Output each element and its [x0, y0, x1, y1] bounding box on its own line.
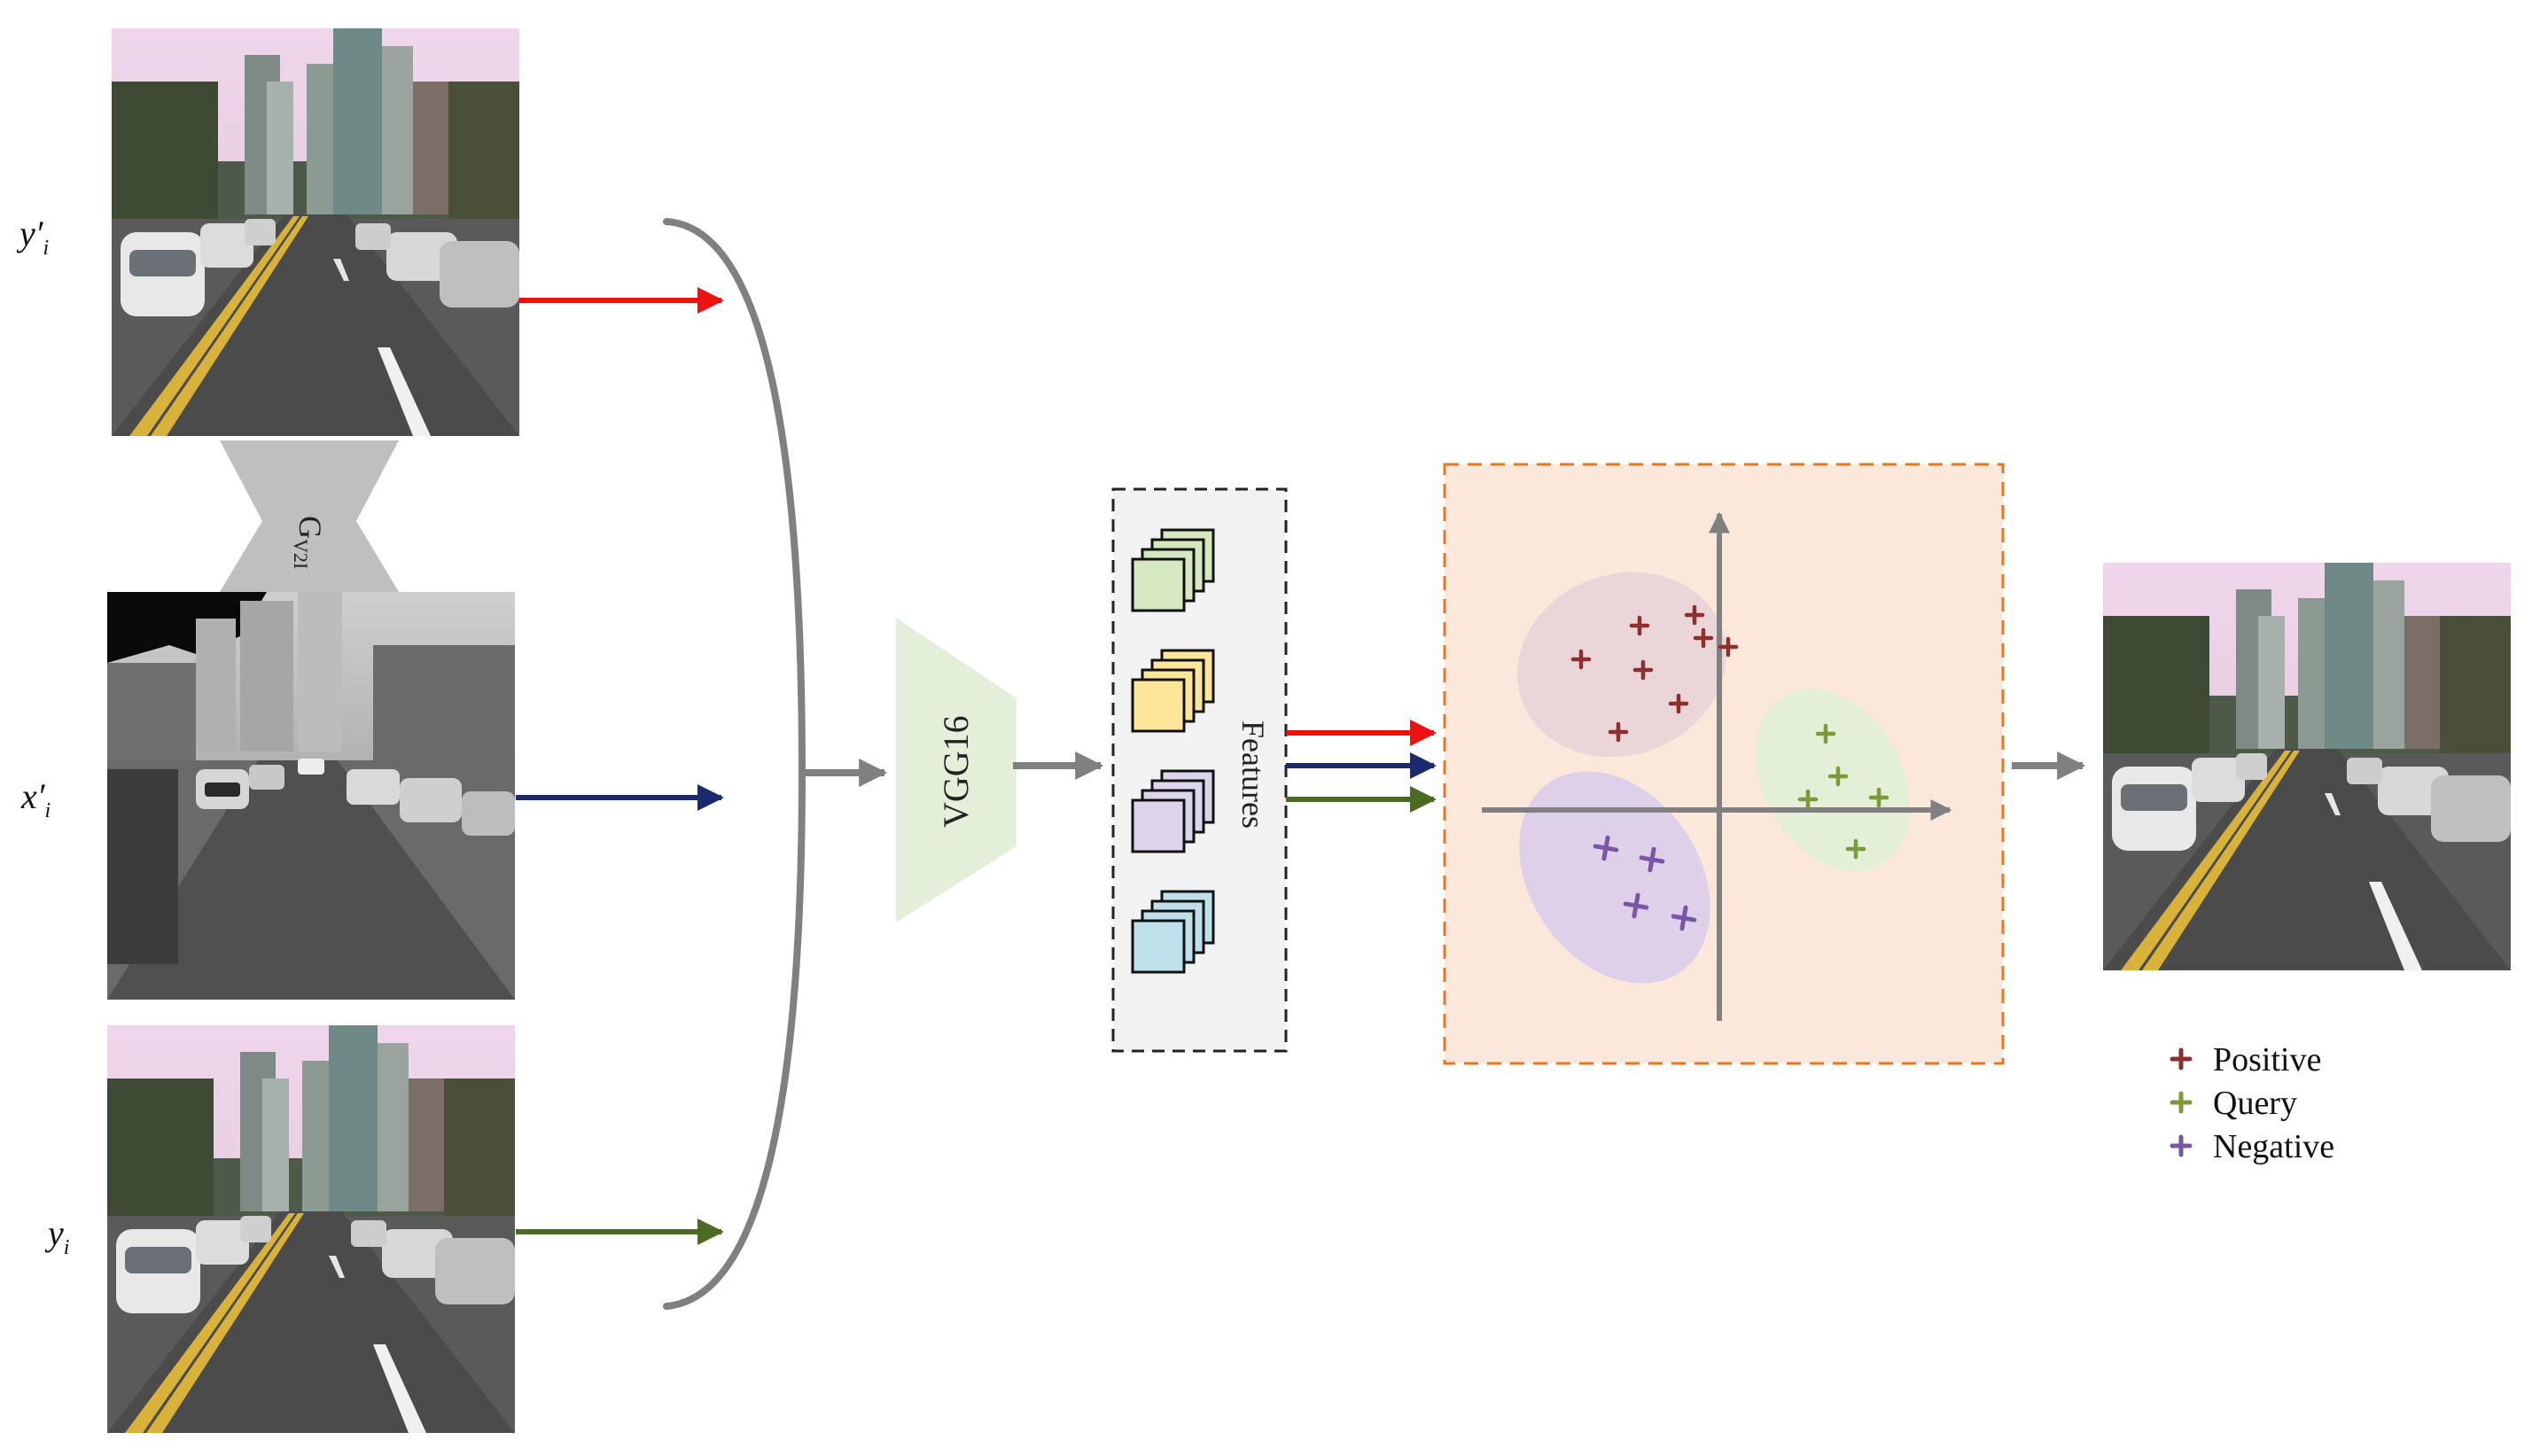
positive-marker — [1570, 649, 1592, 670]
feature-stack-yellow — [1131, 649, 1215, 733]
query-marker — [1868, 787, 1889, 808]
negative-marker — [1623, 892, 1649, 919]
generator-label: GV2I — [290, 516, 328, 569]
positive-marker — [1629, 615, 1650, 636]
visible-reference-image — [107, 1025, 515, 1433]
query-marker — [1845, 838, 1866, 860]
feature-stack-blue — [1131, 890, 1215, 974]
translated-visible-image — [112, 28, 519, 436]
legend-item-negative: Negative — [2170, 1128, 2334, 1165]
retrieved-output-image — [2103, 563, 2511, 970]
legend-item-positive: Positive — [2170, 1041, 2321, 1078]
label-x-prime: x′i — [20, 776, 51, 822]
positive-marker — [1668, 693, 1689, 714]
legend-item-query: Query — [2170, 1085, 2297, 1122]
generator-main: G — [292, 516, 328, 539]
thermal-input-image — [107, 592, 515, 1000]
feature-stack-green — [1131, 528, 1215, 612]
generator-sub: V2I — [290, 539, 312, 569]
label-y: yi — [44, 1213, 69, 1259]
positive-marker — [1632, 659, 1654, 681]
query-marker — [1815, 723, 1836, 744]
positive-marker — [1684, 604, 1705, 626]
features-label: Features — [1235, 720, 1271, 829]
generator-v2i-block: GV2I — [220, 440, 399, 592]
legend-label: Negative — [2213, 1128, 2334, 1165]
query-marker — [1827, 766, 1849, 787]
label-y-prime: y′i — [16, 214, 49, 260]
positive-marker — [1693, 627, 1714, 649]
input-bracket — [663, 218, 806, 1310]
vgg16-block: VGG16 — [896, 618, 1017, 923]
positive-marker — [1718, 636, 1739, 658]
query-cluster — [1755, 689, 1911, 871]
feature-stack-purple — [1131, 769, 1215, 853]
embedding-space-panel — [1443, 463, 2005, 1065]
vgg16-label: VGG16 — [936, 715, 976, 828]
plus-marker-icon — [2170, 1134, 2193, 1157]
negative-cluster — [1519, 771, 1710, 984]
positive-cluster — [1516, 572, 1727, 758]
plus-marker-icon — [2170, 1047, 2193, 1071]
negative-marker — [1671, 905, 1697, 931]
negative-marker — [1639, 846, 1665, 873]
negative-marker — [1593, 835, 1619, 861]
positive-marker — [1608, 721, 1629, 743]
legend-label: Positive — [2213, 1041, 2321, 1078]
legend-label: Query — [2213, 1085, 2297, 1122]
query-marker — [1797, 789, 1819, 810]
plus-marker-icon — [2170, 1091, 2193, 1114]
